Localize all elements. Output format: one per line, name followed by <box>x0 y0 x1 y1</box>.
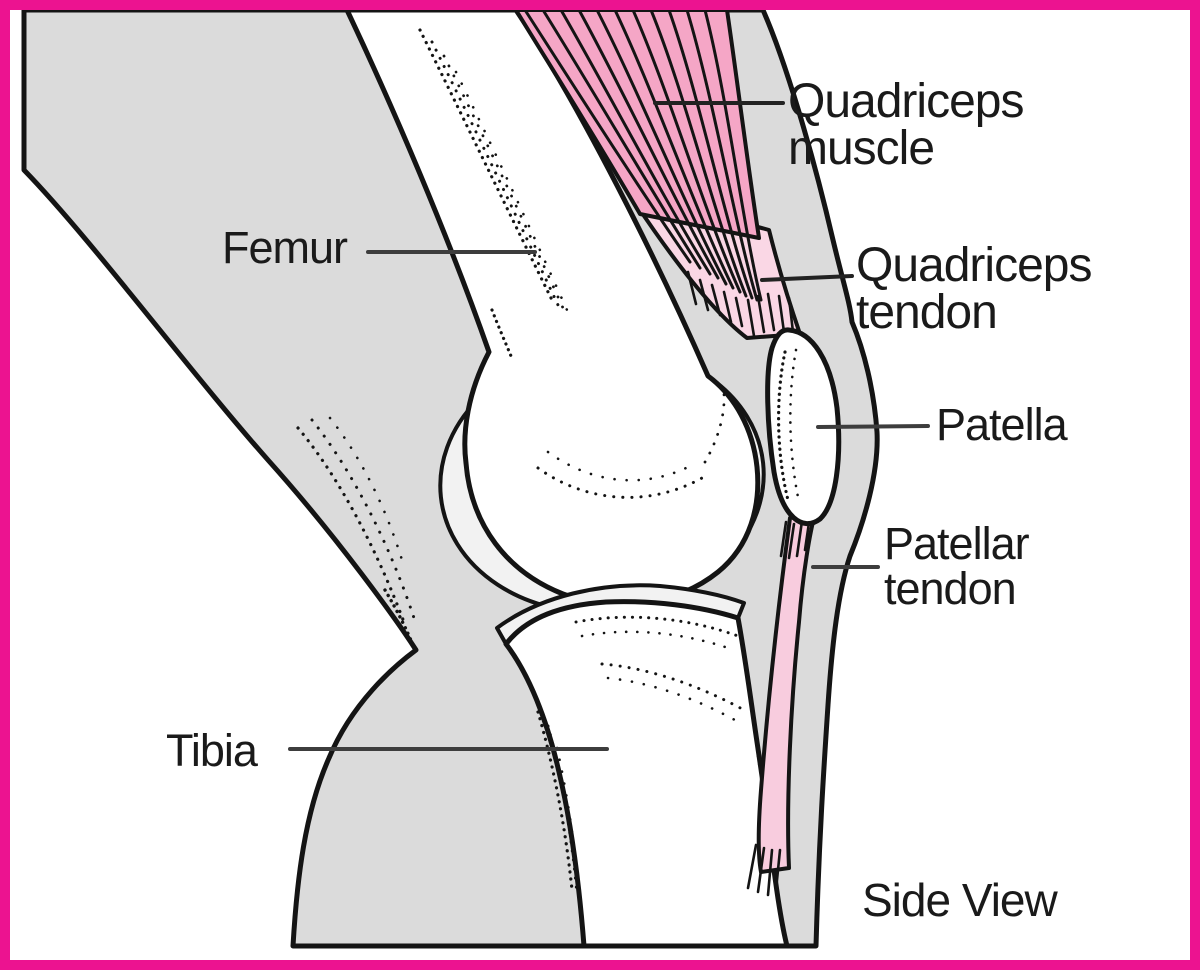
label-patellar-tendon-line1: Patellar <box>884 518 1030 569</box>
label-patella: Patella <box>936 399 1069 450</box>
leader-lines <box>288 101 930 751</box>
label-femur: Femur <box>222 222 348 273</box>
thigh-shading-stipple <box>296 416 416 650</box>
label-quadriceps-tendon-line1: Quadriceps <box>856 239 1091 292</box>
view-caption: Side View <box>862 874 1059 926</box>
label-patellar-tendon-line2: tendon <box>884 563 1016 614</box>
muscle-fiber-lines <box>523 8 763 302</box>
leader-quadriceps-tendon <box>760 274 854 282</box>
patellar-tendon-shape <box>756 512 817 874</box>
patella-bone <box>765 327 842 527</box>
label-quadriceps-muscle-line1: Quadriceps <box>788 75 1023 128</box>
leader-patella <box>816 424 930 429</box>
label-quadriceps-tendon-line2: tendon <box>856 286 997 339</box>
patella-stipple <box>776 348 801 504</box>
label-tibia: Tibia <box>166 725 259 776</box>
femur-shading-stipple <box>418 28 726 499</box>
label-quadriceps-muscle-line2: muscle <box>788 122 934 175</box>
labels: Quadriceps muscle Quadriceps tendon Pate… <box>166 75 1092 926</box>
